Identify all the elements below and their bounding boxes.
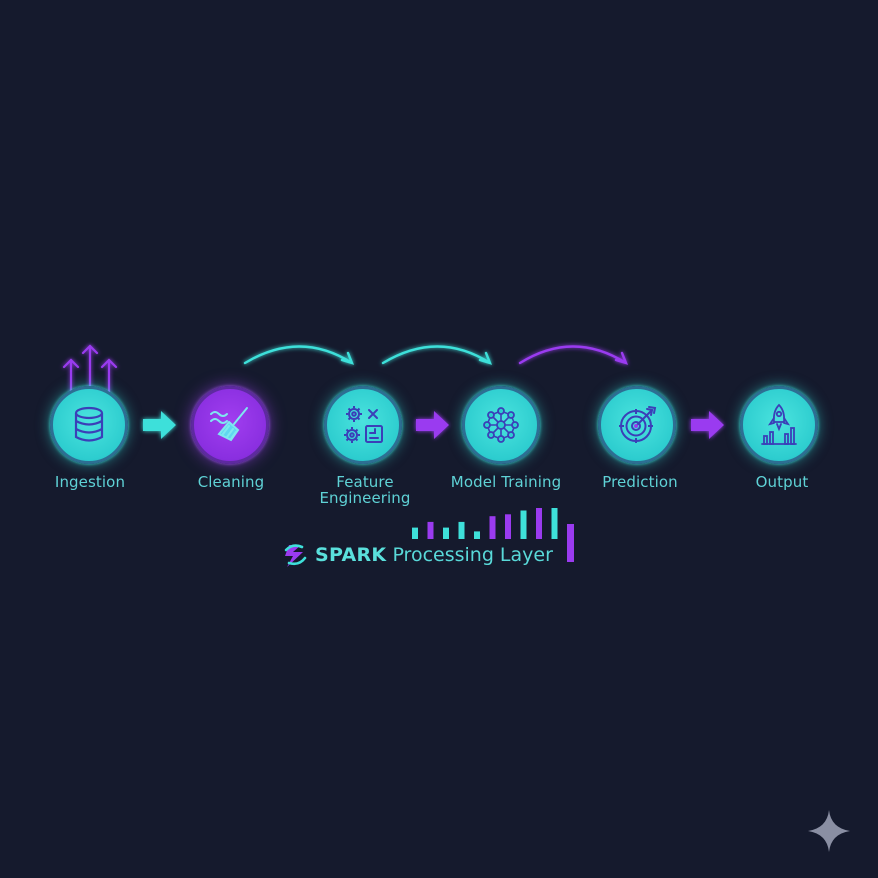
stage-label: Prediction: [602, 473, 678, 491]
stage-label: Ingestion: [54, 473, 126, 491]
spark-bar: [427, 521, 434, 539]
stage-output-node: [740, 386, 818, 464]
spark-bar: [443, 527, 449, 539]
spark-brand-text: SPARK: [315, 544, 387, 566]
stage-prediction-node: [598, 386, 676, 464]
spark-bar: [520, 510, 527, 539]
stage-feature-engineering-node: [324, 386, 402, 464]
spark-subtitle-text: Processing Layer: [392, 544, 553, 566]
arc-cleaning-to-feature: [243, 345, 355, 365]
gears-icon: [344, 406, 383, 443]
broom-icon: [210, 407, 248, 442]
spark-processing-layer: SPARK Processing Layer: [283, 540, 553, 570]
spark-bar: [458, 521, 465, 539]
stage-model-training-node: [462, 386, 540, 464]
stage-ingestion-node: [50, 386, 128, 464]
stage-cleaning-node: [191, 386, 269, 464]
arrow-prediction-to-output: [691, 411, 724, 439]
spark-bar: [412, 527, 418, 539]
sparkle-icon: [808, 810, 850, 852]
database-icon: [74, 406, 104, 442]
spark-bar-graphic: [412, 508, 574, 562]
arc-feature-to-training: [381, 345, 493, 365]
arrow-feature-to-training: [416, 411, 449, 439]
spark-bar: [551, 508, 558, 539]
spark-bar: [474, 531, 480, 539]
spark-bar: [536, 508, 542, 539]
arc-training-to-prediction: [518, 345, 629, 365]
stage-label: Cleaning: [197, 473, 265, 491]
spark-logo-icon: [284, 544, 307, 567]
stage-label: Feature Engineering: [319, 473, 411, 507]
target-icon: [619, 406, 657, 443]
rocket-icon: [761, 403, 797, 445]
spark-bar: [567, 524, 574, 562]
stage-label: Output: [755, 473, 809, 491]
arrow-ingestion-to-cleaning: [143, 411, 176, 439]
spark-bar: [489, 516, 496, 539]
neural-network-icon: [483, 407, 519, 443]
spark-bar: [505, 514, 511, 539]
stage-label: Model Training: [450, 473, 562, 491]
upload-arrows-icon: [62, 344, 118, 394]
